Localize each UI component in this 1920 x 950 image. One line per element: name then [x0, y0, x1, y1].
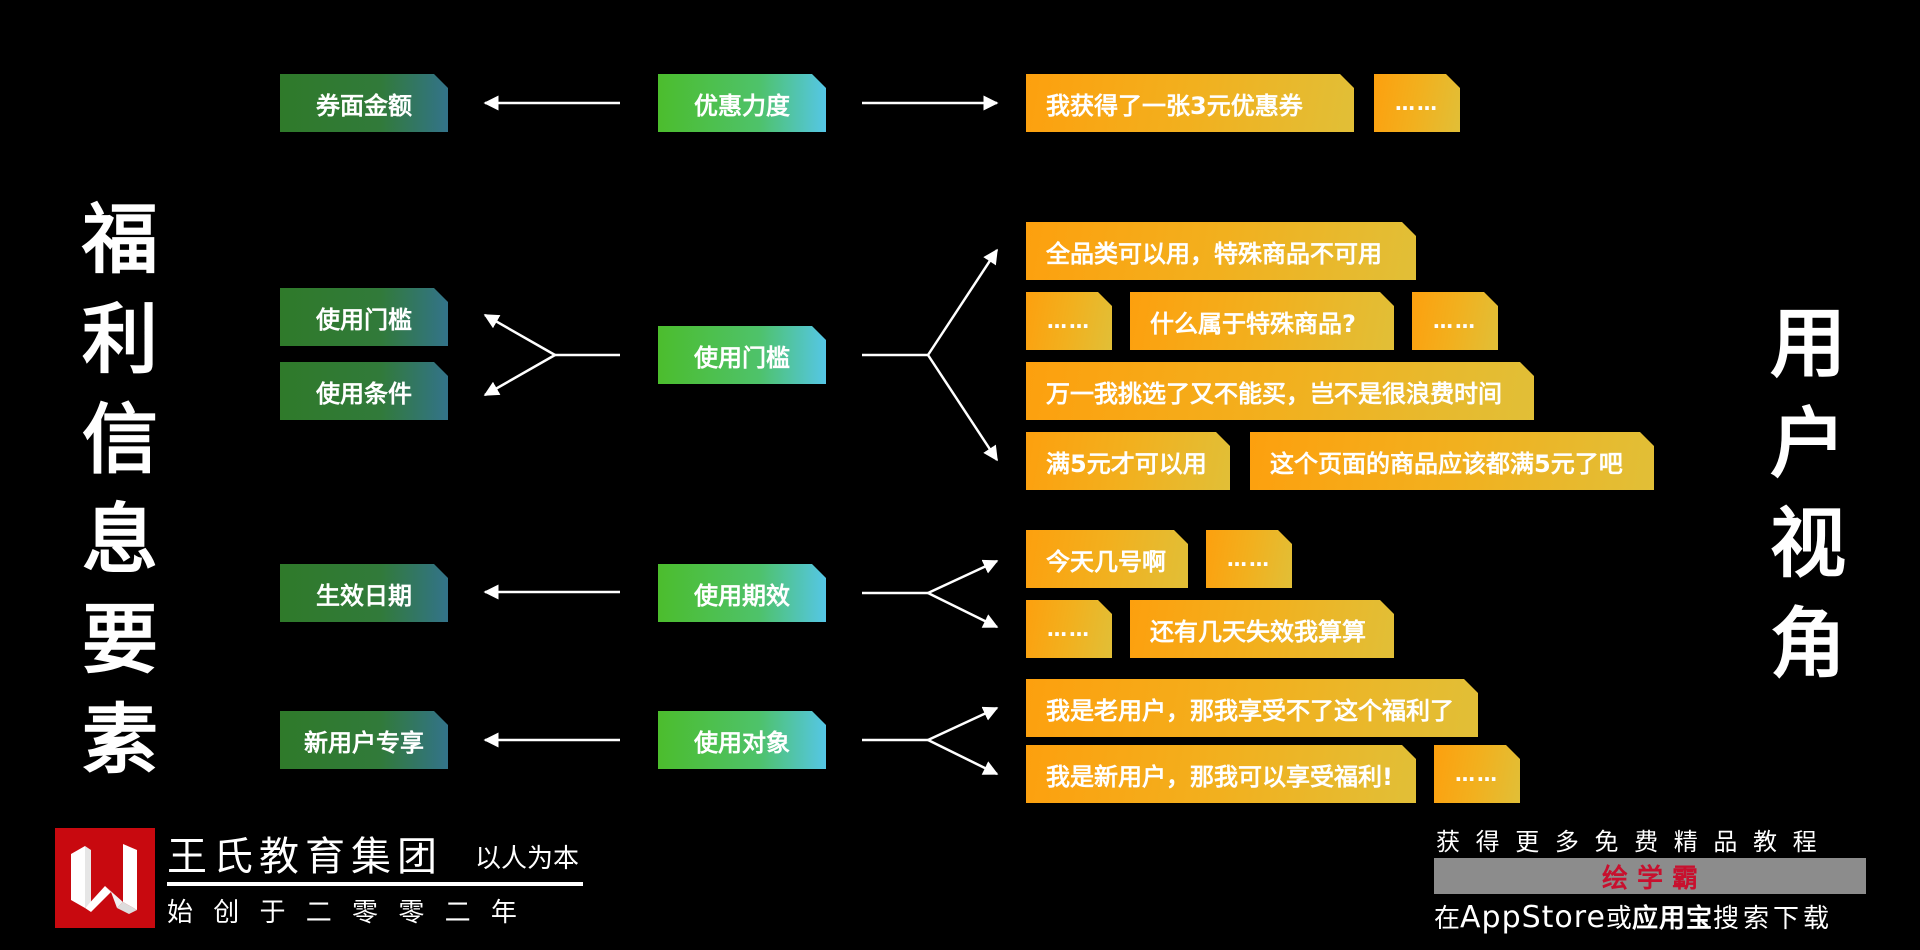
right-vertical-title: 用 户 视 角	[1758, 294, 1858, 694]
arrow-right-row4-down	[927, 738, 999, 776]
arrow-right-row3-up	[927, 559, 999, 595]
user-thought: 万一我挑选了又不能买，岂不是很浪费时间	[1026, 362, 1534, 420]
user-thought: 我是老用户，那我享受不了这个福利了	[1026, 679, 1478, 737]
user-thought-ellipsis: ……	[1026, 292, 1112, 350]
right-title-char: 视	[1770, 499, 1846, 588]
center-box-validity: 使用期效	[658, 564, 826, 622]
info-box-effective-date: 生效日期	[280, 564, 448, 622]
info-box-conditions: 使用条件	[280, 362, 448, 420]
user-thought-ellipsis: ……	[1412, 292, 1498, 350]
promo-suffix: 搜索下载	[1712, 904, 1833, 934]
promo-app-banner: 绘 学 霸	[1434, 858, 1866, 894]
brand-name: 王氏教育集团	[167, 834, 443, 880]
user-thought-ellipsis: ……	[1206, 530, 1292, 588]
user-thought: 什么属于特殊商品?	[1130, 292, 1394, 350]
right-title-char: 角	[1770, 599, 1846, 688]
user-thought: 今天几号啊	[1026, 530, 1188, 588]
arrow-left-row2-up	[483, 313, 556, 357]
promo-appstore: AppStore	[1460, 900, 1606, 935]
left-vertical-title: 福 利 信 息 要 素	[70, 190, 170, 790]
logo-w-icon	[71, 844, 137, 914]
arrow-right-row2-down	[926, 354, 999, 462]
info-box-face-value: 券面金额	[280, 74, 448, 132]
user-thought-ellipsis: ……	[1026, 600, 1112, 658]
info-box-threshold: 使用门槛	[280, 288, 448, 346]
promo-line1: 获 得 更 多 免 费 精 品 教 程	[1436, 828, 1821, 856]
user-thought: 这个页面的商品应该都满5元了吧	[1250, 432, 1654, 490]
left-title-char: 素	[82, 695, 158, 784]
user-thought-ellipsis: ……	[1434, 745, 1520, 803]
user-thought: 我是新用户，那我可以享受福利!	[1026, 745, 1416, 803]
promo-app-name: 绘 学 霸	[1601, 863, 1699, 894]
brand-divider	[167, 882, 583, 886]
left-title-char: 福	[82, 195, 158, 284]
promo-or: 或	[1605, 904, 1632, 934]
user-thought: 满5元才可以用	[1026, 432, 1230, 490]
user-thought: 还有几天失效我算算	[1130, 600, 1394, 658]
brand-watermark: 王氏教育集团 以人为本 始 创 于 二 零 零 二 年	[55, 828, 595, 928]
info-box-new-user: 新用户专享	[280, 711, 448, 769]
user-thought-ellipsis: ……	[1374, 74, 1460, 132]
right-title-char: 户	[1770, 399, 1846, 488]
center-box-threshold: 使用门槛	[658, 326, 826, 384]
brand-founded: 始 创 于 二 零 零 二 年	[167, 898, 523, 928]
center-box-target: 使用对象	[658, 711, 826, 769]
promo-prefix: 在	[1434, 904, 1461, 934]
right-title-char: 用	[1770, 299, 1846, 388]
promo-line3: 在AppStore或应用宝搜索下载	[1434, 898, 1833, 935]
promo-market: 应用宝	[1631, 904, 1713, 934]
left-title-char: 信	[82, 395, 158, 484]
arrow-right-row4-up	[927, 706, 999, 742]
arrow-right-row2-up	[926, 248, 999, 356]
promo-watermark: 获 得 更 多 免 费 精 品 教 程 绘 学 霸 在AppStore或应用宝搜…	[1434, 822, 1866, 942]
left-title-char: 利	[82, 295, 158, 384]
user-thought: 我获得了一张3元优惠券	[1026, 74, 1354, 132]
left-title-char: 息	[82, 495, 158, 584]
left-title-char: 要	[82, 595, 158, 684]
arrow-right-row3-down	[927, 591, 999, 629]
user-thought: 全品类可以用，特殊商品不可用	[1026, 222, 1416, 280]
center-box-discount: 优惠力度	[658, 74, 826, 132]
arrow-left-row2-down	[483, 353, 556, 397]
brand-slogan: 以人为本	[475, 844, 580, 874]
brand-logo	[55, 828, 155, 928]
